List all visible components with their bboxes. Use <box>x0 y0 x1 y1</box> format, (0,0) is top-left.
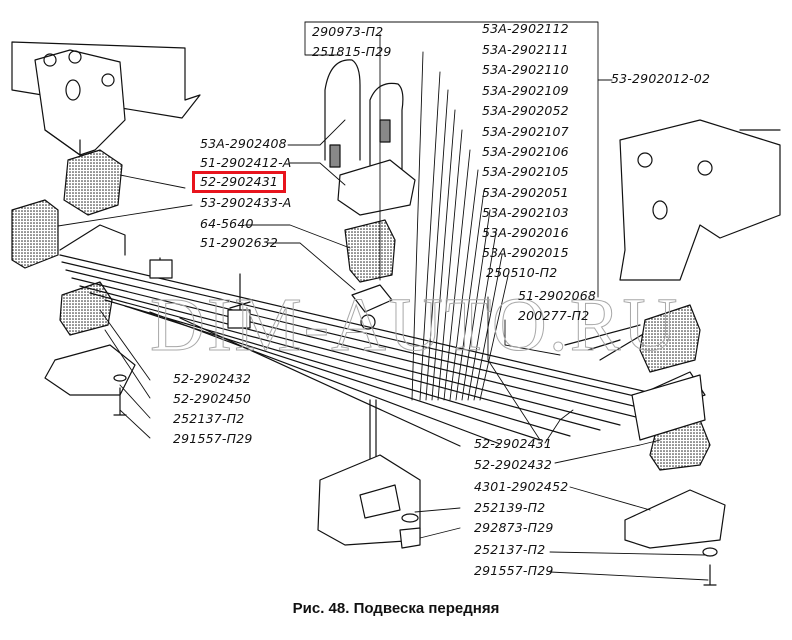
part-label: 290973-П2 <box>312 24 384 39</box>
part-label: 53А-2902110 <box>482 62 569 77</box>
part-label: 51-2902068 <box>518 288 597 303</box>
part-label: 292873-П29 <box>474 520 554 535</box>
part-label: 53А-2902051 <box>482 185 569 200</box>
part-label: 53А-2902015 <box>482 245 569 260</box>
highlighted-part-label: 52-2902431 <box>200 174 279 189</box>
part-label: 53-2902012-02 <box>611 71 711 86</box>
part-label: 53А-2902408 <box>200 136 287 151</box>
center-bolt-assembly <box>44 344 726 586</box>
shackle-right <box>564 304 711 471</box>
part-label: 64-5640 <box>200 216 254 231</box>
part-label: 52-2902432 <box>173 371 252 386</box>
leaf-spring <box>59 224 706 447</box>
part-label: 53А-2902016 <box>482 225 569 240</box>
u-bolts <box>149 59 416 330</box>
part-label: 53А-2902107 <box>482 124 569 139</box>
part-label: 53А-2902106 <box>482 144 569 159</box>
part-label: 53А-2902052 <box>482 103 569 118</box>
highlight-box <box>192 171 286 193</box>
part-label: 291557-П29 <box>173 431 253 446</box>
part-label: 251815-П29 <box>312 44 392 59</box>
part-label: 52-2902450 <box>173 391 252 406</box>
part-label: 291557-П29 <box>474 563 554 578</box>
part-label: 252137-П2 <box>474 542 546 557</box>
part-label: 4301-2902452 <box>474 479 569 494</box>
part-label: 53-2902433-А <box>200 195 292 210</box>
part-label: 53А-2902112 <box>482 21 569 36</box>
part-label: 250510-П2 <box>486 265 558 280</box>
part-label: 53А-2902111 <box>482 42 569 57</box>
part-label: 51-2902632 <box>200 235 279 250</box>
rubber-pads-left <box>11 149 123 336</box>
part-label: 200277-П2 <box>518 308 590 323</box>
leader-lines <box>57 21 709 581</box>
part-label: 252139-П2 <box>474 500 546 515</box>
part-label: 53А-2902103 <box>482 205 569 220</box>
part-label: 52-2902432 <box>474 457 553 472</box>
part-label: 252137-П2 <box>173 411 245 426</box>
part-label: 51-2902412-А <box>200 155 292 170</box>
rear-bracket-right <box>619 119 781 281</box>
part-label: 52-2902431 <box>474 436 553 451</box>
part-label: 53А-2902109 <box>482 83 569 98</box>
part-label: 53А-2902105 <box>482 164 569 179</box>
figure-caption: Рис. 48. Подвеска передняя <box>292 600 500 617</box>
front-bracket-left <box>11 41 201 156</box>
